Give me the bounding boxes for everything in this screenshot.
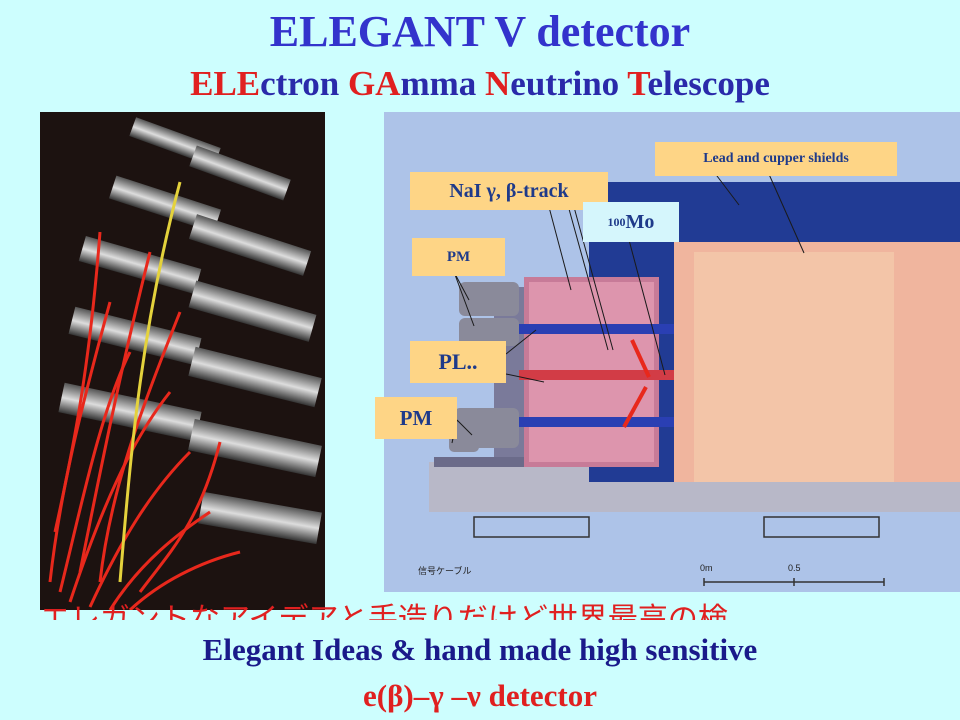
label-pm-bottom: PM xyxy=(375,397,457,439)
detector-photo xyxy=(40,112,325,610)
bottom-line-1: Elegant Ideas & hand made high sensitive xyxy=(202,632,758,667)
label-lead-shields: Lead and cupper shields xyxy=(655,142,897,176)
subtitle-part-0: ELE xyxy=(190,64,261,103)
scale-label-0: 0m xyxy=(700,563,713,573)
signal-cable-caption: 信号ケーブル xyxy=(418,565,471,577)
bottom-line-2: e(β)–γ –ν detector xyxy=(362,678,597,713)
scale-label-1: 0.5 xyxy=(788,563,801,573)
slide-subtitle: ELEctron GAmma Neutrino Telescope xyxy=(0,62,960,106)
subtitle-part-3: mma xyxy=(400,64,486,103)
subtitle-part-4: N xyxy=(485,64,511,103)
subtitle-part-6: T xyxy=(627,64,648,103)
subtitle-part-1: ctron xyxy=(260,64,348,103)
detector-photo-graphic xyxy=(40,112,325,610)
bottom-panel xyxy=(0,620,960,720)
label-pl: PL.. xyxy=(410,341,506,383)
subtitle-part-7: elescope xyxy=(647,64,770,103)
label-mo-mass-number: 100 xyxy=(607,214,626,229)
label-pm-top: PM xyxy=(412,238,505,276)
subtitle-part-5: eutrino xyxy=(510,64,628,103)
label-nai: NaI γ, β-track xyxy=(410,172,608,210)
label-mo-element: Mo xyxy=(625,210,655,233)
subtitle-part-2: GA xyxy=(347,64,401,103)
slide-title: ELEGANT V detector xyxy=(269,7,691,56)
